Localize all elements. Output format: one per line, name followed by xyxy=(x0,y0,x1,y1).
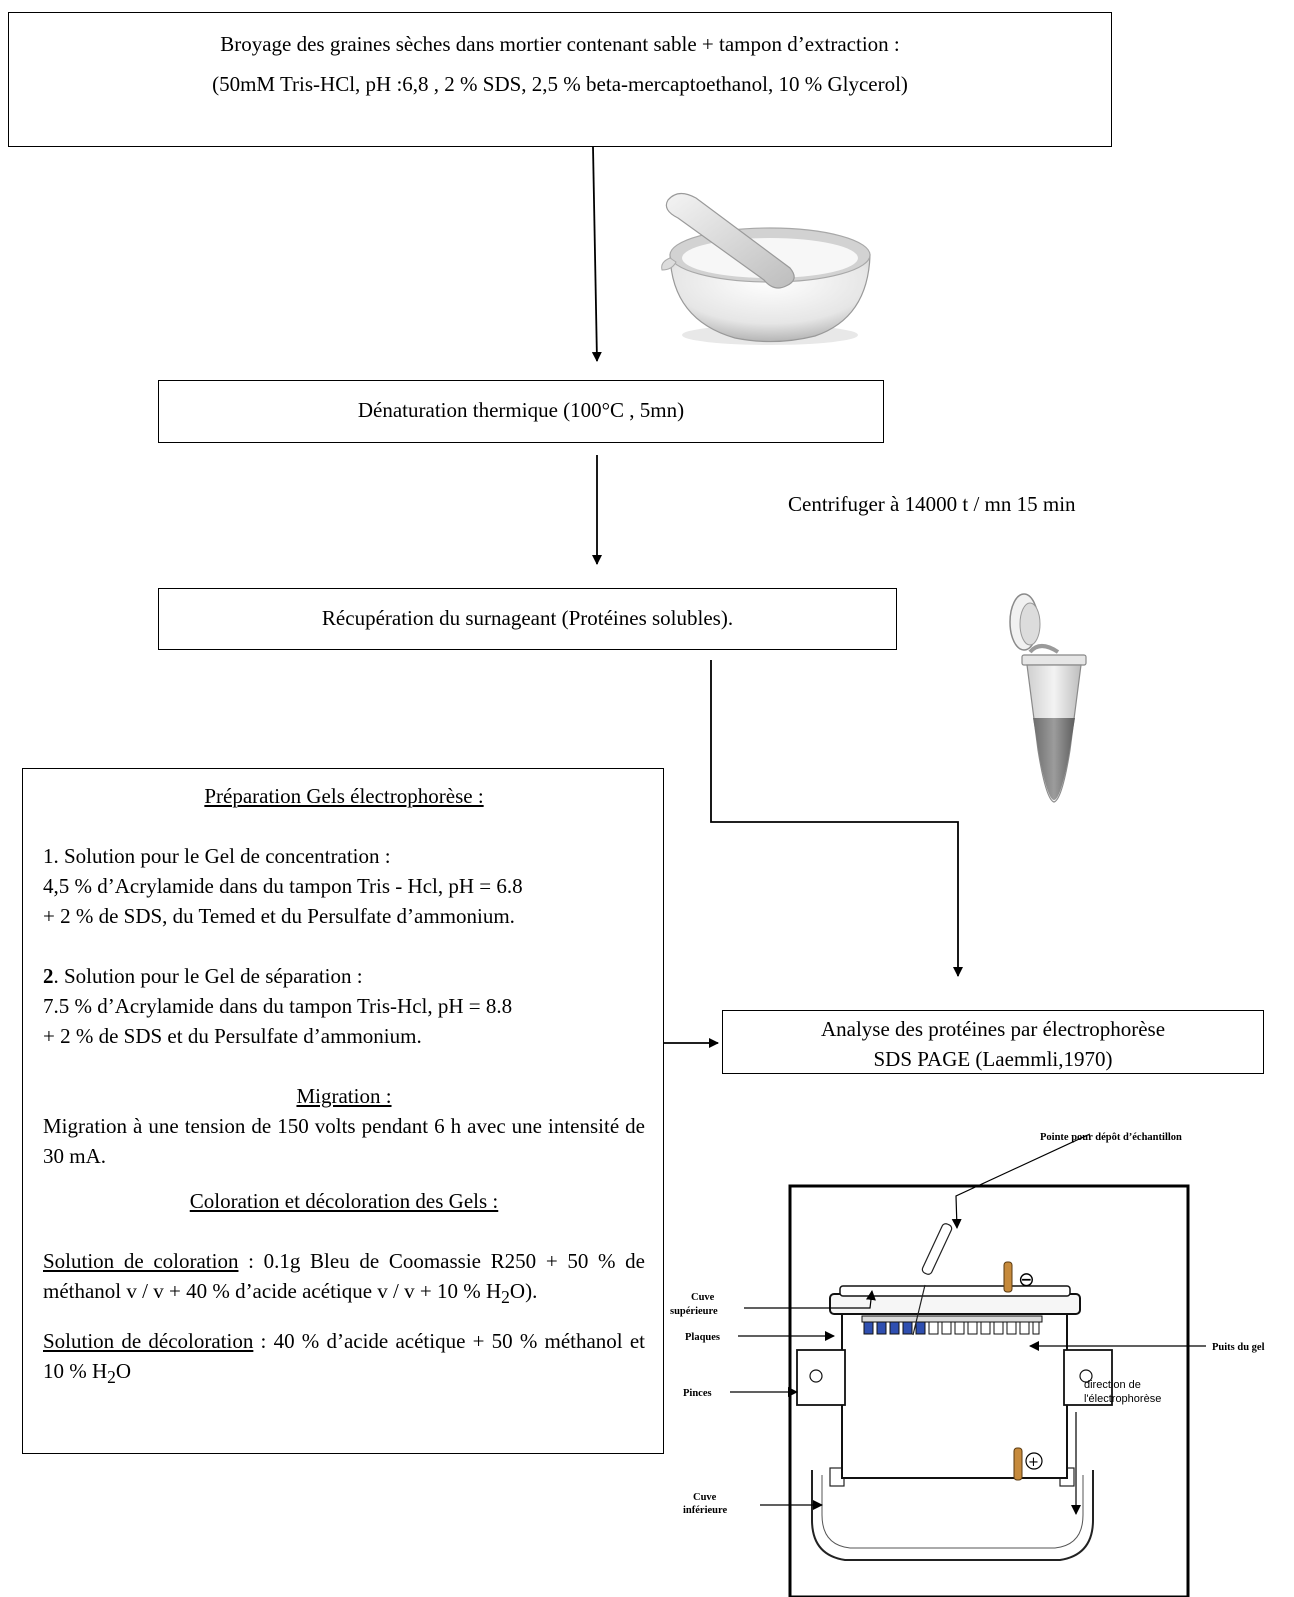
step-grinding-box: Broyage des graines sèches dans mortier … xyxy=(8,12,1112,147)
step-supernatant-text: Récupération du surnageant (Protéines so… xyxy=(321,606,734,630)
label-clamps: Pinces xyxy=(683,1388,712,1399)
step-denaturation-text: Dénaturation thermique (100°C , 5mn) xyxy=(357,398,685,422)
label-plates: Plaques xyxy=(685,1332,720,1343)
sol2-title-row: 2. Solution pour le Gel de séparation : xyxy=(43,961,645,991)
sol2-line1: 7.5 % d’Acrylamide dans du tampon Tris-H… xyxy=(43,994,513,1018)
label-upper-tank-1: Cuve xyxy=(691,1292,715,1303)
step-analysis-line1: Analyse des protéines par électrophorèse xyxy=(820,1017,1166,1041)
centrifuge-label: Centrifuger à 14000 t / mn 15 min xyxy=(788,492,1076,516)
label-direction-1: direction de xyxy=(1084,1379,1141,1391)
stain-solution-label: Solution de coloration xyxy=(43,1249,239,1273)
label-upper-tank-2: supérieure xyxy=(670,1306,718,1317)
label-lower-tank-1: Cuve xyxy=(693,1492,717,1503)
sol2-line2: + 2 % de SDS et du Persulfate d’ammonium… xyxy=(43,1024,422,1048)
stain-subscript: 2 xyxy=(501,1287,510,1308)
microtube-icon xyxy=(1009,593,1087,803)
label-gel-wells: Puits du gel xyxy=(1212,1342,1265,1353)
label-lower-tank-2: inférieure xyxy=(683,1505,727,1516)
label-sample-tip: Pointe pour dépôt d’échantillon xyxy=(1040,1132,1182,1143)
migration-title: Migration : xyxy=(296,1084,392,1108)
arrow-grinding-to-denaturation xyxy=(591,146,602,362)
gel-wells xyxy=(861,1315,1043,1335)
electrophoresis-apparatus: Pointe pour dépôt d’échantillon Cuve sup… xyxy=(670,1132,1265,1597)
gel-prep-title: Préparation Gels électrophorèse : xyxy=(204,784,484,808)
sol1-line1: 4,5 % d’Acrylamide dans du tampon Tris -… xyxy=(43,874,523,898)
stain-solution-text: Solution de coloration : 0.1g Bleu de Co… xyxy=(43,1246,645,1312)
step-supernatant-box: Récupération du surnageant (Protéines so… xyxy=(158,588,897,650)
step-denaturation-box: Dénaturation thermique (100°C , 5mn) xyxy=(158,380,884,443)
minus-electrode-icon: ⊖ xyxy=(1018,1267,1035,1291)
destain-solution-text: Solution de décoloration : 40 % d’acide … xyxy=(43,1326,645,1392)
step-grinding-line1: Broyage des graines sèches dans mortier … xyxy=(220,32,900,56)
gel-preparation-box: Préparation Gels électrophorèse : 1. Sol… xyxy=(22,768,664,1454)
step-grinding-line2: (50mM Tris-HCl, pH :6,8 , 2 % SDS, 2,5 %… xyxy=(212,72,908,96)
stain-solution-end: O). xyxy=(509,1279,538,1303)
sol2-title: . Solution pour le Gel de séparation : xyxy=(53,964,363,988)
plus-electrode-icon: + xyxy=(1028,1455,1039,1470)
destain-solution-end: O xyxy=(115,1359,132,1384)
mortar-pestle-icon xyxy=(661,192,871,345)
step-analysis-box: Analyse des protéines par électrophorèse… xyxy=(722,1010,1264,1074)
sol1-title: 1. Solution pour le Gel de concentration… xyxy=(43,844,391,868)
arrow-supernatant-to-analysis xyxy=(710,660,963,977)
destain-solution-body: : 40 % d’acide acétique + 50 % méthanol … xyxy=(43,1329,645,1384)
label-direction-2: l'électrophorèse xyxy=(1084,1393,1161,1405)
destain-subscript: 2 xyxy=(107,1367,116,1388)
step-analysis-line2: SDS PAGE (Laemmli,1970) xyxy=(873,1047,1113,1071)
coloration-title: Coloration et décoloration des Gels : xyxy=(189,1189,499,1213)
sol1-line2: + 2 % de SDS, du Temed et du Persulfate … xyxy=(43,904,515,928)
stain-solution-body: : 0.1g Bleu de Coomassie R250 + 50 % de … xyxy=(43,1249,645,1303)
sol2-number: 2 xyxy=(43,964,54,988)
destain-solution-label: Solution de décoloration xyxy=(43,1329,254,1354)
migration-text: Migration à une tension de 150 volts pen… xyxy=(43,1114,645,1168)
